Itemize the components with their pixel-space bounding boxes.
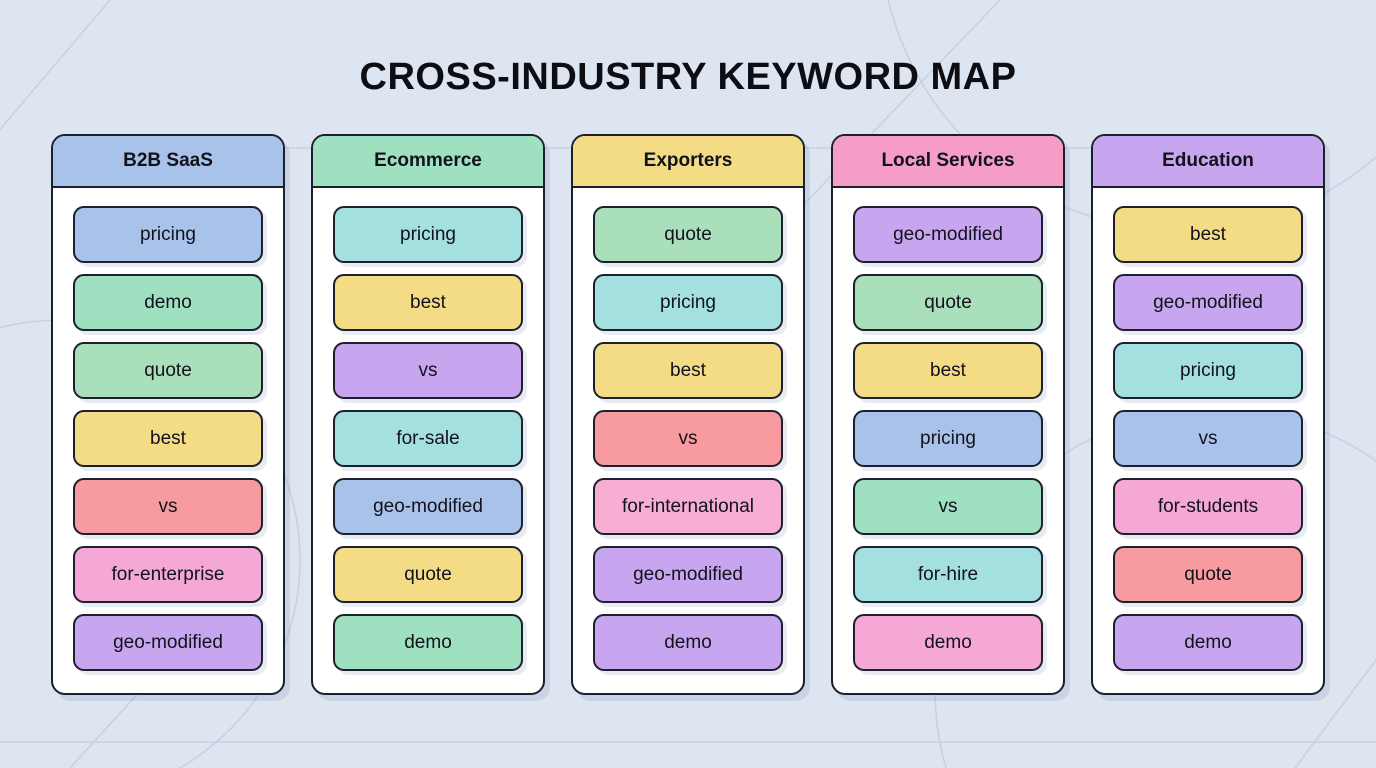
keyword-chip[interactable]: demo xyxy=(593,614,783,671)
column-header[interactable]: Education xyxy=(1093,136,1323,188)
column-header[interactable]: B2B SaaS xyxy=(53,136,283,188)
keyword-chip[interactable]: best xyxy=(333,274,523,331)
keyword-chip[interactable]: pricing xyxy=(1113,342,1303,399)
keyword-chip[interactable]: geo-modified xyxy=(593,546,783,603)
keyword-chip[interactable]: pricing xyxy=(333,206,523,263)
keyword-chip[interactable]: geo-modified xyxy=(1113,274,1303,331)
keyword-chip[interactable]: demo xyxy=(333,614,523,671)
page-title: CROSS-INDUSTRY KEYWORD MAP xyxy=(359,56,1017,98)
keyword-chip[interactable]: quote xyxy=(853,274,1043,331)
keyword-chip[interactable]: best xyxy=(73,410,263,467)
keyword-chip[interactable]: demo xyxy=(1113,614,1303,671)
keyword-list: quote pricing best vs for-international geo-m… xyxy=(573,188,803,693)
keyword-chip[interactable]: vs xyxy=(73,478,263,535)
column-header[interactable]: Ecommerce xyxy=(313,136,543,188)
keyword-chip[interactable]: vs xyxy=(1113,410,1303,467)
keyword-chip[interactable]: pricing xyxy=(853,410,1043,467)
keyword-chip[interactable]: for-students xyxy=(1113,478,1303,535)
keyword-chip[interactable]: geo-modified xyxy=(333,478,523,535)
column-header[interactable]: Local Services xyxy=(833,136,1063,188)
keyword-chip[interactable]: demo xyxy=(73,274,263,331)
keyword-list: best geo-modified pricing vs for-students quo… xyxy=(1093,188,1323,693)
keyword-chip[interactable]: quote xyxy=(333,546,523,603)
keyword-chip[interactable]: for-international xyxy=(593,478,783,535)
industry-column: Local Services geo-modified quote best prici… xyxy=(831,134,1065,695)
keyword-chip[interactable]: for-sale xyxy=(333,410,523,467)
keyword-chip[interactable]: quote xyxy=(1113,546,1303,603)
keyword-chip[interactable]: vs xyxy=(593,410,783,467)
industry-column: B2B SaaS pricing demo quote best vs for-enterp… xyxy=(51,134,285,695)
column-header[interactable]: Exporters xyxy=(573,136,803,188)
keyword-chip[interactable]: vs xyxy=(333,342,523,399)
industry-column: Education best geo-modified pricing vs for-st… xyxy=(1091,134,1325,695)
keyword-chip[interactable]: vs xyxy=(853,478,1043,535)
keyword-chip[interactable]: pricing xyxy=(73,206,263,263)
industry-columns: B2B SaaS pricing demo quote best vs for-enterp… xyxy=(51,134,1325,695)
keyword-chip[interactable]: for-hire xyxy=(853,546,1043,603)
keyword-list: pricing demo quote best vs for-enterprise geo-… xyxy=(53,188,283,693)
industry-column: Ecommerce pricing best vs for-sale geo-modifi… xyxy=(311,134,545,695)
keyword-chip[interactable]: best xyxy=(593,342,783,399)
keyword-chip[interactable]: demo xyxy=(853,614,1043,671)
keyword-chip[interactable]: quote xyxy=(73,342,263,399)
industry-column: Exporters quote pricing best vs for-internati… xyxy=(571,134,805,695)
keyword-chip[interactable]: geo-modified xyxy=(853,206,1043,263)
keyword-list: pricing best vs for-sale geo-modified quote de… xyxy=(313,188,543,693)
keyword-chip[interactable]: for-enterprise xyxy=(73,546,263,603)
keyword-chip[interactable]: geo-modified xyxy=(73,614,263,671)
keyword-chip[interactable]: best xyxy=(1113,206,1303,263)
keyword-chip[interactable]: best xyxy=(853,342,1043,399)
keyword-list: geo-modified quote best pricing vs for-hire de… xyxy=(833,188,1063,693)
keyword-chip[interactable]: quote xyxy=(593,206,783,263)
keyword-chip[interactable]: pricing xyxy=(593,274,783,331)
